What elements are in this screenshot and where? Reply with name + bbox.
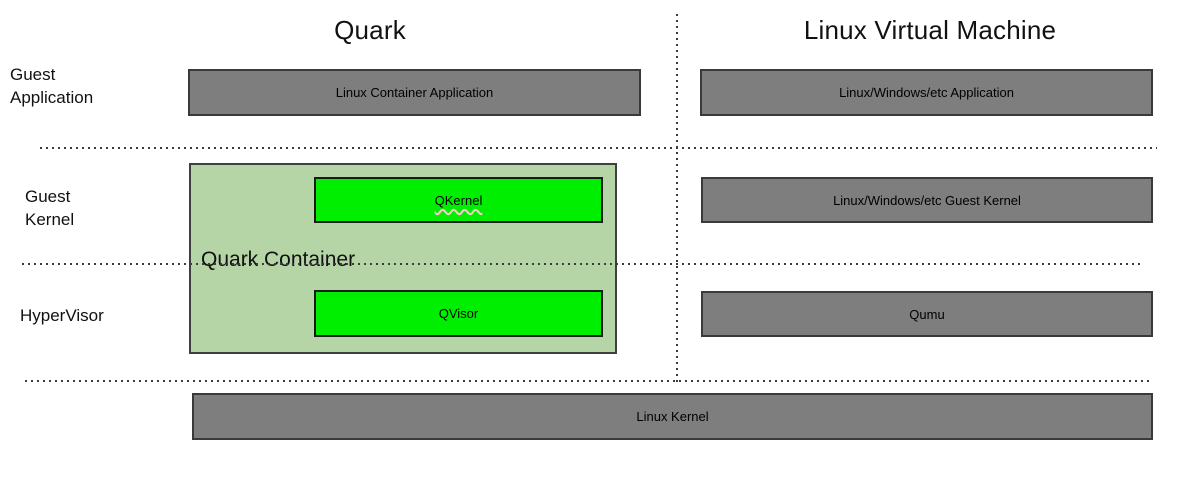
row-label-hypervisor: HyperVisor bbox=[20, 304, 104, 327]
row-label-line: Application bbox=[10, 88, 94, 107]
row-label-line: Guest bbox=[10, 65, 56, 84]
box-label: Linux Container Application bbox=[335, 85, 494, 100]
column-title-quark: Quark bbox=[334, 15, 406, 45]
column-title-linux-vm: Linux Virtual Machine bbox=[803, 15, 1057, 45]
box-label: QVisor bbox=[438, 306, 479, 321]
dotted-separator-hypervisor-host bbox=[25, 380, 1150, 382]
box-label: Linux Kernel bbox=[636, 409, 709, 424]
row-label-guest-application: Guest Application bbox=[10, 63, 93, 109]
box-qvisor: QVisor bbox=[314, 290, 603, 337]
box-label: Qumu bbox=[909, 306, 945, 322]
box-label: Linux/Windows/etc Application bbox=[839, 85, 1014, 100]
box-linux-windows-etc-application: Linux/Windows/etc Application bbox=[700, 69, 1153, 116]
box-qkernel: QKernel bbox=[314, 177, 603, 223]
row-label-line: HyperVisor bbox=[20, 306, 104, 325]
row-label-guest-kernel: Guest Kernel bbox=[25, 185, 74, 231]
row-label-line: Kernel bbox=[25, 210, 75, 229]
box-linux-container-application: Linux Container Application bbox=[188, 69, 641, 116]
quark-container-label: Quark Container bbox=[201, 248, 356, 271]
box-label: Linux/Windows/etc Guest Kernel bbox=[833, 192, 1021, 208]
dotted-separator-kernel-hypervisor bbox=[22, 263, 1140, 265]
box-linux-windows-etc-guest-kernel: Linux/Windows/etc Guest Kernel bbox=[701, 177, 1153, 223]
box-qumu: Qumu bbox=[701, 291, 1153, 337]
dotted-separator-columns bbox=[676, 14, 678, 382]
box-label-spellcheck-squiggle: QKernel bbox=[434, 192, 483, 208]
row-label-line: Guest bbox=[25, 187, 71, 206]
dotted-separator-application-kernel bbox=[40, 147, 1157, 149]
box-linux-kernel: Linux Kernel bbox=[192, 393, 1153, 440]
